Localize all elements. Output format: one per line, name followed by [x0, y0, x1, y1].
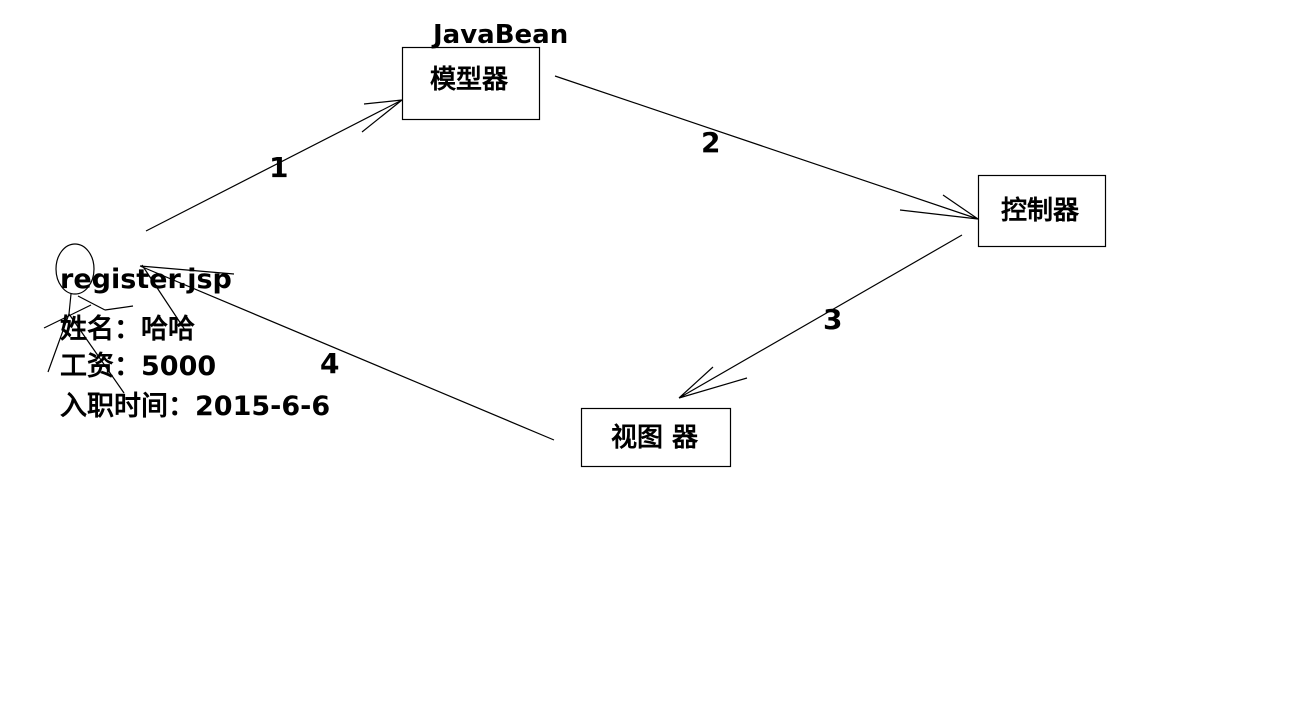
- arrow-2: [554, 75, 979, 220]
- model-caption: JavaBean: [433, 20, 569, 50]
- line-4: [139, 265, 555, 441]
- page-line-hire-date: 入职时间：2015-6-6: [60, 391, 331, 422]
- step-2-label: 2: [701, 126, 721, 159]
- step-4-label: 4: [320, 347, 340, 380]
- arrow-1: [145, 99, 403, 232]
- view-label: 视图 器: [611, 423, 699, 453]
- page-file-name: register.jsp: [60, 264, 232, 295]
- model-label: 模型器: [430, 65, 509, 95]
- model-box: [401, 46, 541, 121]
- user-figure: [43, 243, 186, 394]
- controller-box: [977, 174, 1107, 248]
- arrow-3: [678, 234, 963, 399]
- view-box: [580, 407, 732, 468]
- page-line-name: 姓名：哈哈: [60, 314, 195, 345]
- step-3-label: 3: [823, 303, 843, 336]
- controller-label: 控制器: [1001, 196, 1080, 226]
- step-1-label: 1: [269, 151, 289, 184]
- page-line-salary: 工资：5000: [60, 351, 217, 382]
